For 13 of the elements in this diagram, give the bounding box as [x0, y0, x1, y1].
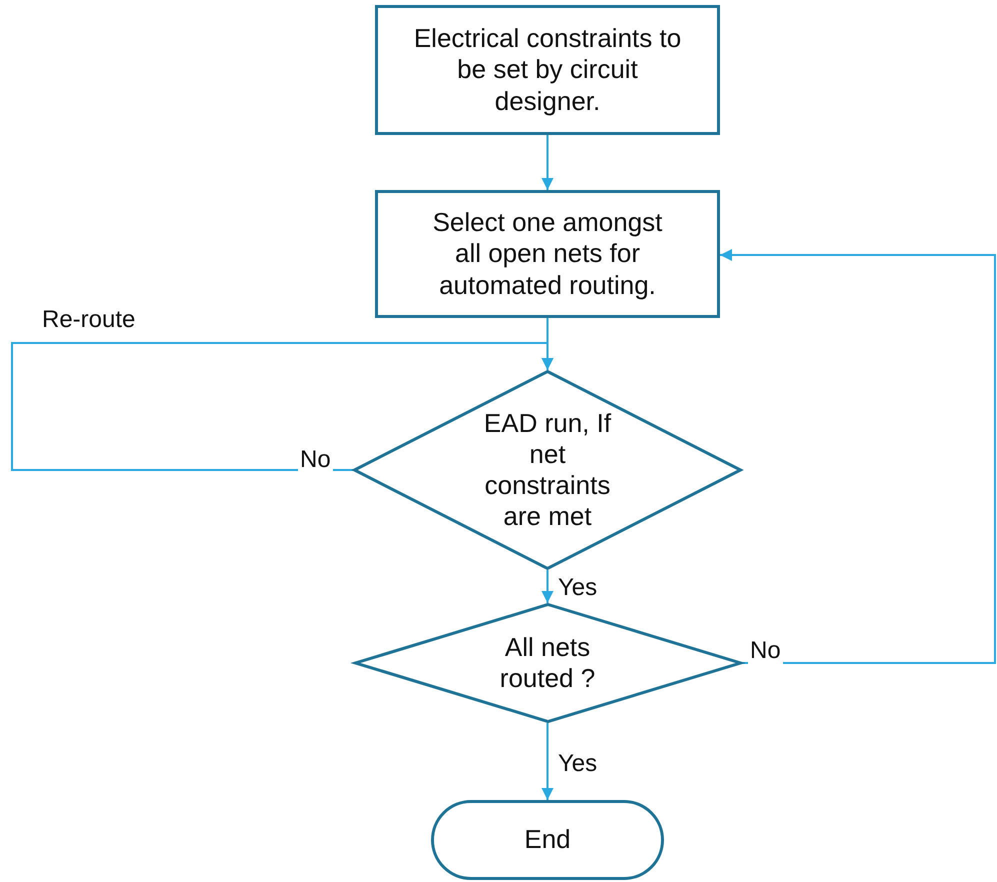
node-text: Electrical constraints to be set by circuit designer.	[412, 23, 682, 117]
arrow	[542, 570, 554, 603]
node-text: Select one amongst all open nets for automated routing.	[432, 207, 664, 301]
arrow	[542, 723, 554, 800]
process-box	[375, 190, 720, 318]
node-text: EAD run, If net constraints are met	[482, 408, 612, 532]
arrow	[11, 342, 554, 471]
decision-diamond	[353, 370, 742, 570]
arrow	[542, 135, 554, 190]
arrow	[720, 249, 996, 664]
process-box	[375, 5, 720, 135]
node-text: End	[523, 824, 572, 856]
note-text: Re-route	[41, 306, 136, 334]
